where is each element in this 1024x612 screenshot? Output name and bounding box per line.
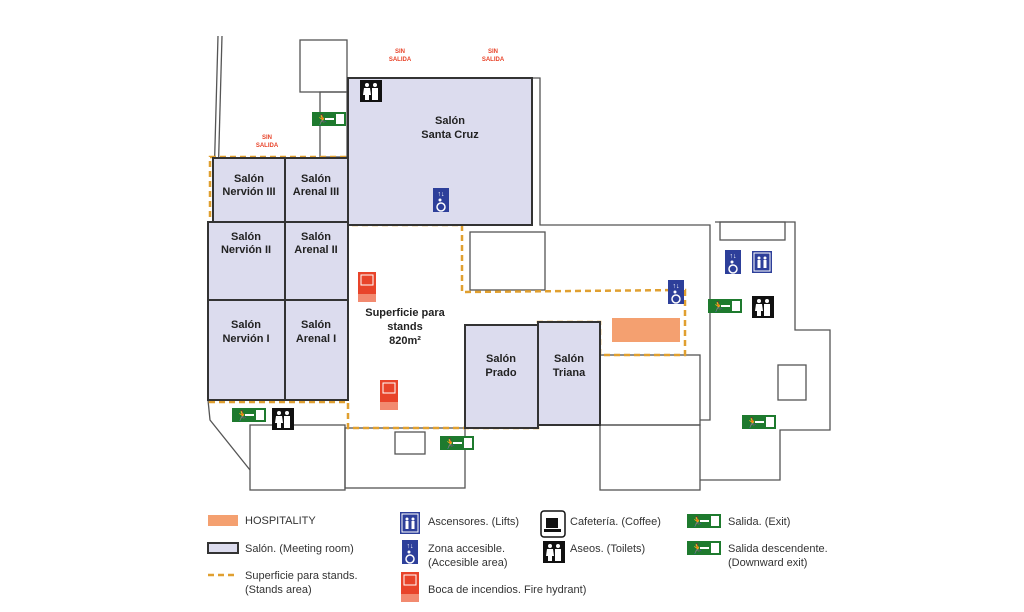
exit-icon [708,299,742,313]
stands-area-label: Superficie para [365,307,445,319]
accessible-icon [724,249,742,275]
legend-stands: (Stands area) [245,584,312,596]
room-label: Salón [231,319,261,331]
no-exit-label: SIN [488,49,498,55]
no-exit-label: SALIDA [256,143,279,149]
room-nervion-3[interactable]: Salón Nervión III [212,157,286,223]
room-label: Salón [435,115,465,127]
downward-exit-icon [687,541,721,555]
legend-lifts: Ascensores. (Lifts) [428,516,519,528]
legend-exit: Salida. (Exit) [728,516,790,528]
room-prado[interactable]: Salón Prado [464,324,539,429]
room-label: Salón [231,231,261,243]
legend-salon: Salón. (Meeting room) [245,543,354,555]
no-exit-label: SIN [395,49,405,55]
room-label: Salón [301,231,331,243]
room-label: Nervión II [221,244,271,256]
exit-icon [742,415,776,429]
room-label: Prado [485,367,516,379]
room-label: Arenal I [296,333,336,345]
room-triana[interactable]: Salón Triana [537,321,601,426]
exit-icon [312,112,346,126]
room-label: Arenal II [294,244,337,256]
legend: HOSPITALITY Salón. (Meeting room) Superf… [207,510,828,603]
accessible-icon [401,539,419,565]
toilets-icon [752,296,774,318]
fire-hydrant-icon [400,571,420,603]
legend-stands: Superficie para stands. [245,570,358,582]
lifts-icon [751,250,773,274]
room-nervion-1[interactable]: Salón Nervión I [207,299,286,401]
legend-downward-exit: Salida descendente. [728,543,828,555]
legend-hydrant: Boca de incendios. Fire hydrant) [428,584,586,596]
room-nervion-2[interactable]: Salón Nervión II [207,221,286,301]
legend-toilets: Aseos. (Toilets) [570,543,645,555]
legend-hospitality: HOSPITALITY [245,515,316,527]
lifts-icon [399,511,421,535]
room-arenal-3[interactable]: Salón Arenal III [284,157,349,223]
stands-area-label: stands [387,321,422,333]
legend-accessible: (Accesible area) [428,557,507,569]
accessible-icon [667,279,685,305]
exit-icon [687,514,721,528]
hospitality-area [612,318,680,342]
building-walls [207,35,831,491]
room-label: Arenal III [293,186,339,198]
exit-icon [232,408,266,422]
no-exit-label: SIN [262,135,272,141]
room-arenal-1[interactable]: Salón Arenal I [284,299,349,401]
toilets-icon [543,541,565,563]
no-exit-label: SALIDA [389,57,412,63]
room-label: Triana [553,367,586,379]
room-label: Salón [486,353,516,365]
room-arenal-2[interactable]: Salón Arenal II [284,221,349,301]
room-label: Nervión III [222,186,275,198]
toilets-icon [272,408,294,430]
room-label: Salón [234,173,264,185]
room-label: Salón [554,353,584,365]
accessible-icon [432,187,450,213]
stands-area-size: 820m² [389,335,421,347]
room-label: Salón [301,319,331,331]
toilets-icon [360,80,382,102]
no-exit-label: SALIDA [482,57,505,63]
room-label: Nervión I [222,333,269,345]
room-label: Salón [301,173,331,185]
fire-hydrant-icon [379,379,399,411]
legend-accessible: Zona accesible. [428,543,505,555]
fire-hydrant-icon [357,271,377,303]
legend-downward-exit: (Downward exit) [728,557,807,569]
room-santa-cruz[interactable]: Salón Santa Cruz [347,77,533,226]
room-label: Santa Cruz [421,129,479,141]
coffee-icon [540,510,566,538]
exit-icon [440,436,474,450]
legend-cafeteria: Cafetería. (Coffee) [570,516,661,528]
